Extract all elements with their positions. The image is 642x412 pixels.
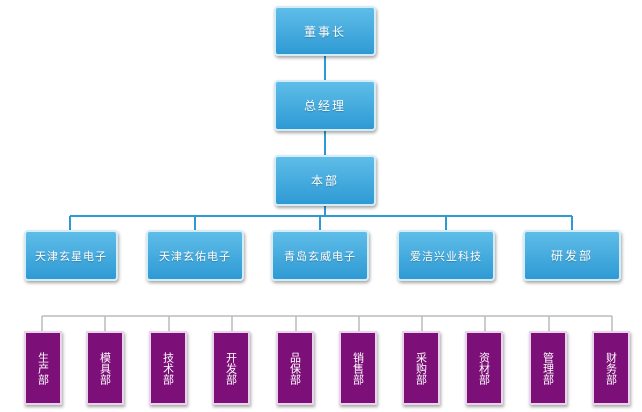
connector-dept-drops: [41, 316, 613, 331]
node-general-manager-label: 总经理: [303, 99, 346, 113]
node-dept-6-label: 销售部: [351, 351, 365, 385]
node-general-manager: 总经理: [274, 80, 376, 131]
node-dept-7-label: 采购部: [414, 351, 428, 385]
node-headquarters: 本部: [274, 155, 376, 206]
node-dept-1: 生产部: [24, 331, 62, 405]
node-dept-5-label: 品保部: [288, 351, 302, 385]
node-dept-6: 销售部: [339, 331, 377, 405]
node-company-5: 研发部: [523, 230, 621, 281]
node-company-4-label: 爱洁兴业科技: [410, 249, 482, 263]
node-dept-1-label: 生产部: [36, 351, 50, 385]
node-company-2-label: 天津玄佑电子: [159, 249, 231, 263]
node-dept-10: 财务部: [592, 331, 630, 405]
node-dept-8: 资材部: [465, 331, 503, 405]
node-dept-4: 开发部: [212, 331, 250, 405]
node-dept-4-label: 开发部: [224, 351, 238, 385]
node-dept-8-label: 资材部: [477, 351, 491, 385]
node-chairman-label: 董事长: [303, 24, 346, 39]
node-chairman: 董事长: [274, 6, 376, 56]
node-company-2: 天津玄佑电子: [146, 230, 244, 281]
node-dept-3-label: 技术部: [161, 351, 175, 385]
node-company-5-label: 研发部: [550, 249, 593, 263]
node-company-3-label: 青岛玄威电子: [284, 249, 356, 263]
node-company-3: 青岛玄威电子: [271, 230, 369, 281]
node-company-1-label: 天津玄星电子: [35, 249, 107, 263]
node-headquarters-label: 本部: [310, 174, 339, 188]
node-dept-5: 品保部: [276, 331, 314, 405]
node-dept-2-label: 模具部: [98, 351, 112, 385]
node-dept-3: 技术部: [149, 331, 187, 405]
node-company-4: 爱洁兴业科技: [397, 230, 495, 281]
node-company-1: 天津玄星电子: [24, 230, 118, 281]
node-dept-9: 管理部: [529, 331, 567, 405]
node-dept-2: 模具部: [86, 331, 124, 405]
node-dept-7: 采购部: [402, 331, 440, 405]
node-dept-9-label: 管理部: [541, 351, 555, 385]
node-dept-10-label: 财务部: [604, 351, 618, 385]
